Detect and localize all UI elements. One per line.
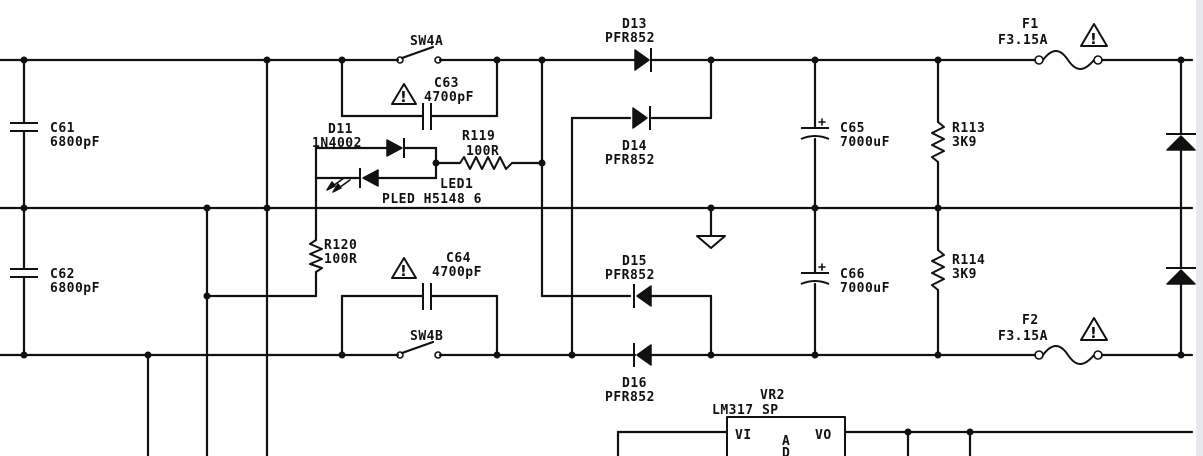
- c64-warning-mark: !: [400, 262, 407, 280]
- f1-value-label: F3.15A: [998, 33, 1048, 48]
- d11-ref-label: D11: [328, 122, 353, 137]
- warning-icon: !: [391, 257, 417, 280]
- warning-icon: !: [1080, 23, 1108, 48]
- diode-d14: [632, 106, 651, 130]
- diode-right-lower: [1166, 267, 1196, 285]
- r114-value-label: 3K9: [952, 267, 977, 282]
- diode-right-upper: [1166, 133, 1196, 151]
- junctions: [20, 56, 1185, 436]
- resistor-r120: [309, 239, 323, 273]
- vr2-ref-label: VR2: [760, 388, 785, 403]
- c66-value-label: 7000uF: [840, 281, 890, 296]
- led-led1: [326, 168, 379, 193]
- c62-value-label: 6800pF: [50, 281, 100, 296]
- r114-ref-label: R114: [952, 253, 985, 268]
- r119-value-label: 100R: [466, 144, 499, 159]
- c64-value-label: 4700pF: [432, 265, 482, 280]
- capacitor-c66: [800, 263, 830, 285]
- sw4b-label: SW4B: [410, 329, 443, 344]
- f1-ref-label: F1: [1022, 17, 1039, 32]
- capacitor-c64: [422, 283, 432, 310]
- f2-ref-label: F2: [1022, 313, 1039, 328]
- capacitor-c65: [800, 118, 830, 140]
- led1-value-label: PLED H5148 6: [382, 192, 482, 207]
- diode-d16: [633, 343, 652, 367]
- capacitor-c63: [422, 103, 432, 130]
- r113-ref-label: R113: [952, 121, 985, 136]
- warning-icon: !: [1080, 317, 1108, 342]
- c63-value-label: 4700pF: [424, 90, 474, 105]
- c61-value-label: 6800pF: [50, 135, 100, 150]
- led1-ref-label: LED1: [440, 177, 473, 192]
- page-edge-strip: [1196, 0, 1203, 456]
- resistor-r114: [931, 249, 945, 291]
- d14-value-label: PFR852: [605, 153, 655, 168]
- d15-value-label: PFR852: [605, 268, 655, 283]
- f1-warning-mark: !: [1090, 30, 1097, 48]
- vr2-pin-vi: VI: [735, 428, 752, 443]
- vr2-pin-adj-a: A: [782, 434, 790, 449]
- diode-d13: [634, 48, 652, 72]
- warning-icon: !: [391, 83, 417, 106]
- c66-ref-label: C66: [840, 267, 865, 282]
- r120-ref-label: R120: [324, 238, 357, 253]
- resistor-r119: [459, 156, 513, 170]
- diode-d15: [633, 284, 652, 308]
- d16-ref-label: D16: [622, 376, 647, 391]
- vr2-value-label: LM317 SP: [712, 403, 779, 418]
- fuse-f1: [1034, 50, 1103, 70]
- r119-ref-label: R119: [462, 129, 495, 144]
- vr2-pin-adj-d: D: [782, 446, 790, 456]
- c63-ref-label: C63: [434, 76, 459, 91]
- fuse-f2: [1034, 345, 1103, 365]
- c64-ref-label: C64: [446, 251, 471, 266]
- c62-ref-label: C62: [50, 267, 75, 282]
- r120-value-label: 100R: [324, 252, 357, 267]
- switch-sw4b: [396, 340, 442, 359]
- regulator-vr2: [726, 416, 846, 456]
- ground-icon: [696, 235, 726, 249]
- d15-ref-label: D15: [622, 254, 647, 269]
- wiring: [0, 58, 1194, 456]
- vr2-pin-vo: VO: [815, 428, 832, 443]
- capacitor-c61: [10, 122, 38, 132]
- capacitor-c62: [10, 268, 38, 278]
- d13-ref-label: D13: [622, 17, 647, 32]
- f2-warning-mark: !: [1090, 324, 1097, 342]
- r113-value-label: 3K9: [952, 135, 977, 150]
- sw4a-label: SW4A: [410, 34, 443, 49]
- c61-ref-label: C61: [50, 121, 75, 136]
- c65-ref-label: C65: [840, 121, 865, 136]
- d14-ref-label: D14: [622, 139, 647, 154]
- diode-d11: [386, 138, 405, 158]
- switch-sw4a: [396, 45, 442, 64]
- d11-value-label: 1N4002: [312, 136, 362, 151]
- c63-warning-mark: !: [400, 88, 407, 106]
- d16-value-label: PFR852: [605, 390, 655, 405]
- resistor-r113: [931, 121, 945, 163]
- c65-value-label: 7000uF: [840, 135, 890, 150]
- d13-value-label: PFR852: [605, 31, 655, 46]
- f2-value-label: F3.15A: [998, 329, 1048, 344]
